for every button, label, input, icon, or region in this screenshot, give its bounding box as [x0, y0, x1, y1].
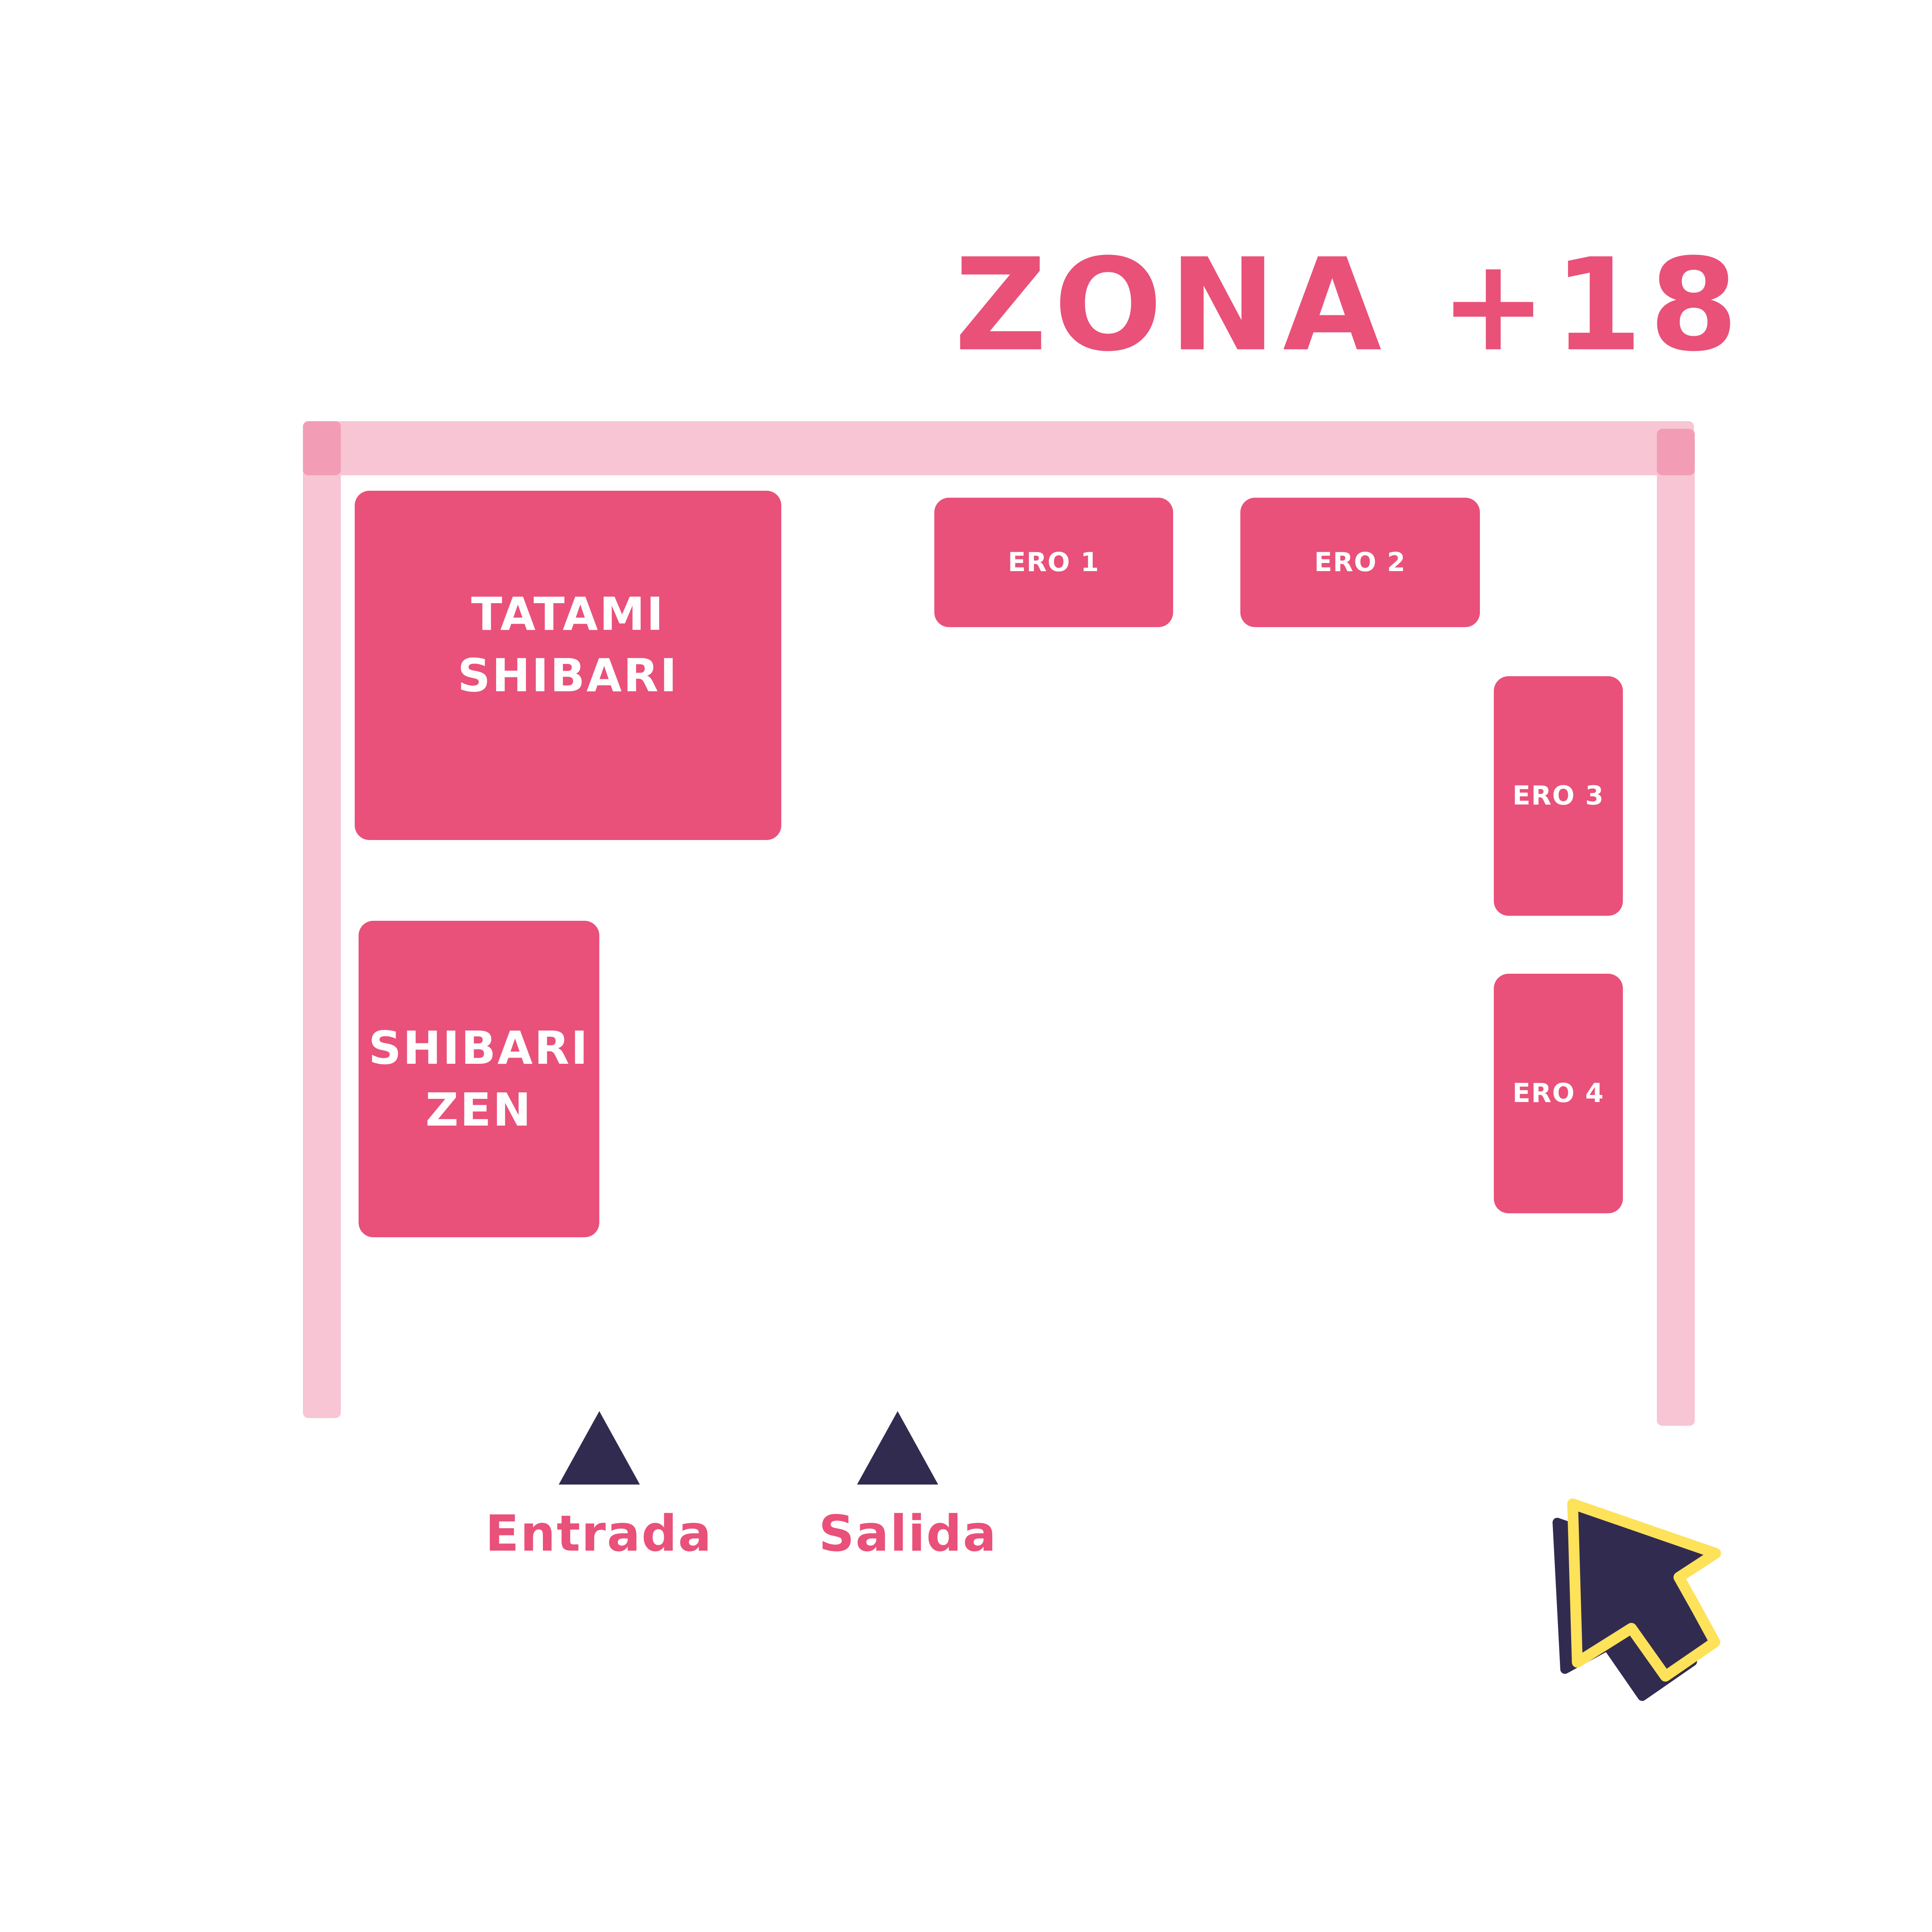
stand-tatami-shibari-label: TATAMI SHIBARI — [457, 587, 679, 702]
stand-ero-3[interactable]: ERO 3 — [1494, 676, 1623, 916]
zone-title: ZONA +18 — [954, 231, 1745, 379]
cursor-arrow-icon — [1530, 1488, 1762, 1727]
top-wall — [303, 421, 1694, 475]
left-wall-corner — [303, 421, 341, 475]
entrada-triangle-up-icon — [559, 1411, 640, 1485]
right-wall-corner — [1657, 429, 1695, 475]
left-wall — [303, 421, 341, 1418]
stand-ero-1[interactable]: ERO 1 — [934, 498, 1173, 627]
stand-ero-1-label: ERO 1 — [1008, 547, 1100, 578]
salida-triangle-up-icon — [857, 1411, 938, 1485]
stand-shibari-zen-label: SHIBARI ZEN — [368, 1021, 590, 1136]
entrada-label: Entrada — [485, 1505, 713, 1563]
stand-ero-4[interactable]: ERO 4 — [1494, 974, 1623, 1213]
stand-tatami-shibari[interactable]: TATAMI SHIBARI — [355, 491, 781, 840]
salida-label: Salida — [818, 1505, 998, 1563]
right-wall — [1657, 429, 1695, 1426]
stand-ero-2-label: ERO 2 — [1314, 547, 1406, 578]
stand-ero-2[interactable]: ERO 2 — [1240, 498, 1480, 627]
stand-ero-3-label: ERO 3 — [1512, 781, 1604, 811]
stand-shibari-zen[interactable]: SHIBARI ZEN — [359, 921, 599, 1237]
stand-ero-4-label: ERO 4 — [1512, 1078, 1604, 1109]
